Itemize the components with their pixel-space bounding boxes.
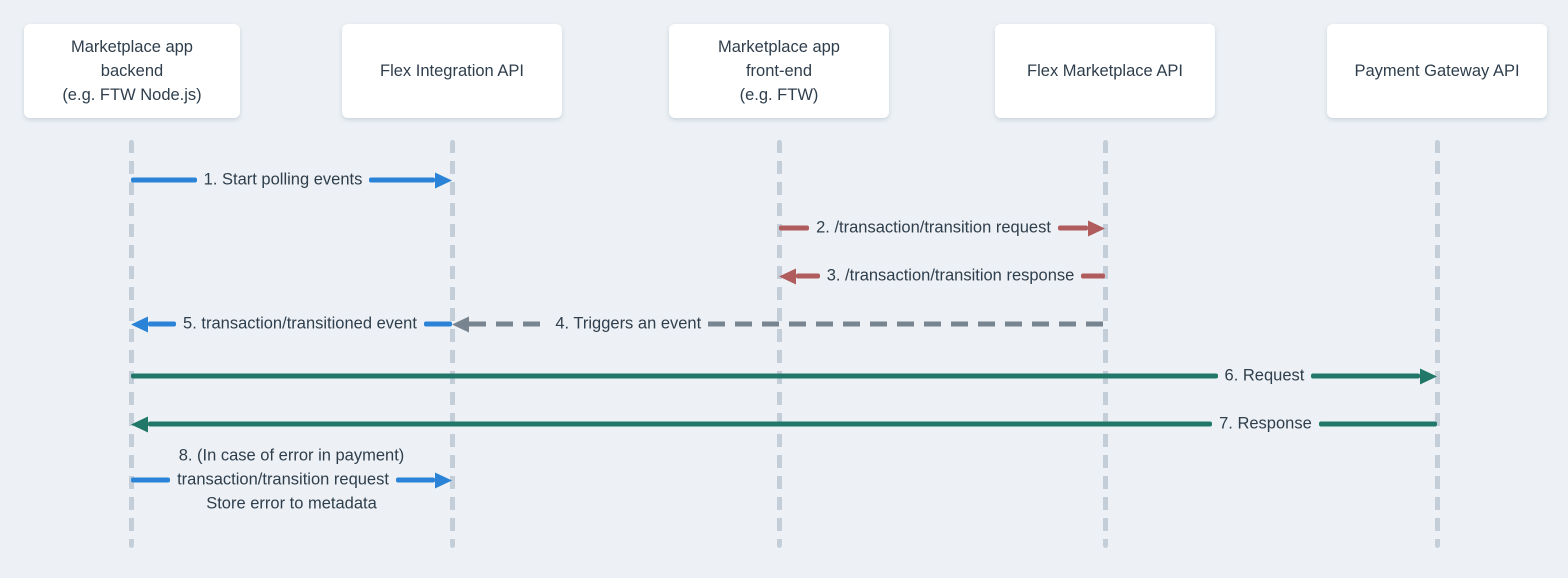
- message-label: 2. /transaction/transition request: [816, 218, 1051, 237]
- message-1-arrow: 1. Start polling events: [131, 171, 452, 190]
- arrow-line: [148, 321, 177, 327]
- actor-label-line: Marketplace app: [718, 38, 840, 56]
- message-8-label-line-1: 8. (In case of error in payment): [178, 446, 405, 465]
- arrowhead-left-icon: [131, 316, 148, 332]
- lifeline-payment-gateway-api: [1435, 140, 1440, 548]
- arrowhead-right-icon: [435, 172, 452, 188]
- arrowhead-left-icon: [779, 268, 796, 284]
- actor-label-line: (e.g. FTW Node.js): [62, 86, 202, 104]
- arrow-line: [1057, 225, 1089, 231]
- message-label: 5. transaction/transitioned event: [183, 314, 417, 333]
- actor-label-line: Marketplace app: [71, 38, 193, 56]
- message-6-arrow: 6. Request: [131, 367, 1437, 386]
- actor-label-line: (e.g. FTW): [739, 86, 819, 104]
- arrow-line: [131, 373, 1218, 379]
- arrowhead-left-icon: [452, 316, 469, 332]
- arrow-line: [369, 177, 435, 183]
- actor-flex-marketplace-api: Flex Marketplace API: [995, 24, 1215, 118]
- arrow-line: [1081, 273, 1106, 279]
- actor-label-line: backend: [100, 62, 164, 80]
- actor-flex-integration-api: Flex Integration API: [342, 24, 562, 118]
- lifeline-flex-marketplace-api: [1103, 140, 1108, 548]
- message-8-arrow: transaction/transition request: [131, 471, 452, 490]
- actor-marketplace-app-frontend: Marketplace app front-end (e.g. FTW): [669, 24, 889, 118]
- arrow-line: [779, 225, 810, 231]
- message-7-arrow: 7. Response: [131, 415, 1437, 434]
- arrow-line: [796, 273, 820, 279]
- arrow-line: [1311, 373, 1420, 379]
- arrow-line: [131, 177, 197, 183]
- arrowhead-right-icon: [1088, 220, 1106, 236]
- message-label: 7. Response: [1219, 414, 1312, 433]
- arrow-line: [395, 477, 435, 483]
- message-label: 1. Start polling events: [203, 170, 363, 189]
- message-2-arrow: 2. /transaction/transition request: [779, 218, 1106, 238]
- arrow-line: [131, 477, 171, 483]
- lifeline-flex-integration-api: [450, 140, 455, 548]
- message-4-arrow: 4. Triggers an event: [452, 315, 1105, 334]
- message-label: 3. /transaction/transition response: [826, 266, 1075, 285]
- arrow-line: [708, 321, 1105, 327]
- lifeline-marketplace-app-frontend: [777, 140, 782, 548]
- actor-label-line: Flex Integration API: [380, 62, 524, 80]
- actor-payment-gateway-api: Payment Gateway API: [1327, 24, 1547, 118]
- arrow-line: [1318, 421, 1437, 427]
- arrowhead-right-icon: [435, 472, 452, 488]
- message-label: 4. Triggers an event: [555, 314, 702, 333]
- arrowhead-left-icon: [131, 416, 148, 432]
- actor-label-line: Flex Marketplace API: [1027, 62, 1183, 80]
- message-3-arrow: 3. /transaction/transition response: [779, 266, 1106, 286]
- message-5-arrow: 5. transaction/transitioned event: [131, 315, 452, 334]
- actor-label-line: Payment Gateway API: [1354, 62, 1520, 80]
- arrow-line: [469, 321, 549, 327]
- arrowhead-right-icon: [1420, 368, 1437, 384]
- arrow-line: [148, 421, 1213, 427]
- arrow-line: [423, 321, 452, 327]
- message-label: transaction/transition request: [177, 470, 389, 489]
- message-label: 6. Request: [1224, 366, 1305, 385]
- message-8-label-line-3: Store error to metadata: [206, 494, 377, 513]
- actor-marketplace-app-backend: Marketplace app backend (e.g. FTW Node.j…: [24, 24, 240, 118]
- lifeline-marketplace-app-backend: [129, 140, 134, 548]
- actor-label-line: front-end: [745, 62, 813, 80]
